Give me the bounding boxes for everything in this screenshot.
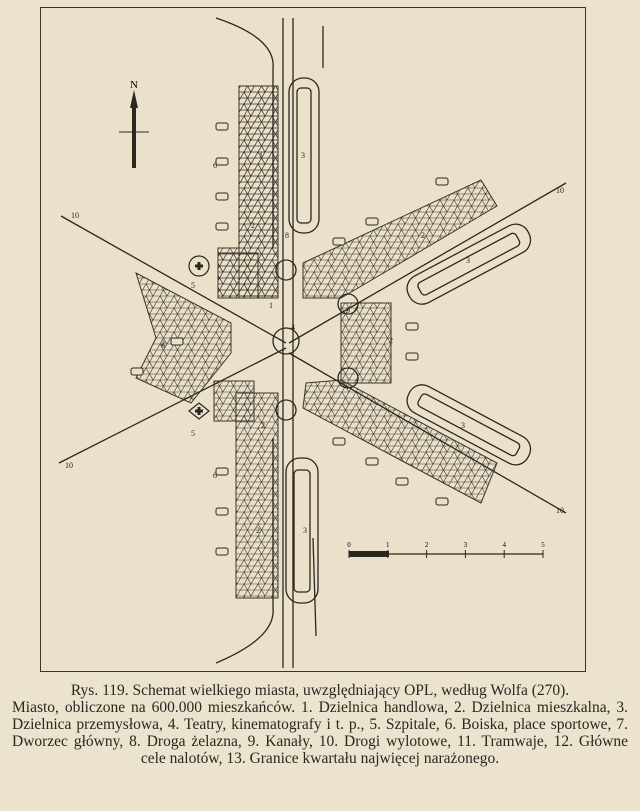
target-circles bbox=[272, 259, 359, 421]
district-ne-arm bbox=[302, 179, 498, 299]
district-se-arm bbox=[302, 379, 498, 504]
district-number-label: 1 bbox=[269, 301, 273, 310]
district-number-label: 2 bbox=[251, 221, 255, 230]
district-east-center bbox=[340, 302, 392, 384]
industrial-se bbox=[406, 384, 532, 466]
scale-bar: 0 1 2 3 4 5 bbox=[347, 541, 545, 558]
district-number-label: 10 bbox=[556, 506, 564, 515]
railway-south bbox=[215, 438, 274, 664]
district-north-west-block bbox=[217, 252, 259, 299]
scale-tick-label: 0 bbox=[347, 541, 351, 549]
scale-tick-label: 2 bbox=[425, 541, 429, 549]
district-west-arm bbox=[135, 271, 232, 404]
district-number-label: 1 bbox=[259, 151, 263, 160]
road-se bbox=[288, 352, 567, 514]
district-number-label: 9 bbox=[346, 306, 350, 315]
district-number-label: 2 bbox=[389, 336, 393, 345]
industrial-ne bbox=[406, 223, 532, 305]
road-sw bbox=[58, 347, 287, 464]
target-center bbox=[272, 327, 300, 355]
caption-body: Miasto, obliczone na 600.000 mieszkańców… bbox=[12, 699, 628, 767]
district-number-label: 3 bbox=[303, 526, 307, 535]
railway-north bbox=[215, 17, 274, 248]
target-se bbox=[337, 367, 359, 389]
scale-tick-label: 1 bbox=[386, 541, 390, 549]
canal-south bbox=[312, 537, 317, 637]
district-number-label: 6 bbox=[213, 161, 217, 170]
industrial-north bbox=[288, 77, 320, 234]
district-number-label: 8 bbox=[285, 231, 289, 240]
industrial-se-inner bbox=[417, 393, 521, 457]
residential-districts bbox=[135, 85, 498, 599]
compass-arrow-icon bbox=[130, 90, 138, 168]
district-number-label: 2 bbox=[161, 339, 165, 348]
city-plan-diagram: N 0 1 2 3 4 5 1 2 1 2 2 2 2 2 3 3 3 3 4 5 5 6 6 6 9 10 10 10 10 8 bbox=[58, 17, 567, 668]
district-number-label: 10 bbox=[71, 211, 79, 220]
district-number-label: 5 bbox=[191, 429, 195, 438]
industrial-south bbox=[285, 457, 319, 604]
district-number-label: 10 bbox=[65, 461, 73, 470]
district-south-block bbox=[235, 392, 279, 599]
sports-fields bbox=[130, 122, 449, 556]
district-number-label: 2 bbox=[421, 231, 425, 240]
roads bbox=[58, 17, 567, 668]
district-number-label: 6 bbox=[161, 341, 165, 350]
industrial-north-inner bbox=[296, 87, 312, 224]
district-number-label: 5 bbox=[191, 281, 195, 290]
district-number-label: 6 bbox=[213, 471, 217, 480]
hospitals bbox=[188, 255, 210, 420]
scale-tick-label: 4 bbox=[502, 541, 506, 549]
road-ne bbox=[288, 182, 567, 344]
industrial-districts bbox=[285, 77, 532, 604]
district-number-label: 10 bbox=[556, 186, 564, 195]
city-plan-figure: N 0 1 2 3 4 5 1 2 1 2 2 2 2 2 3 3 3 3 4 5 5 6 6 6 9 10 10 10 10 8 bbox=[40, 7, 586, 672]
district-number-label: 4 bbox=[291, 323, 295, 332]
district-number-label: 3 bbox=[461, 421, 465, 430]
road-nw bbox=[60, 215, 287, 344]
compass: N bbox=[119, 79, 149, 168]
caption-title: Rys. 119. Schemat wielkiego miasta, uwzg… bbox=[70, 682, 570, 699]
scale-tick-label: 3 bbox=[464, 541, 468, 549]
district-number-label: 2 bbox=[261, 421, 265, 430]
target-south bbox=[275, 399, 297, 421]
figure-caption: Rys. 119. Schemat wielkiego miasta, uwzg… bbox=[0, 682, 640, 767]
district-number-label: 3 bbox=[466, 256, 470, 265]
industrial-ne-inner bbox=[417, 232, 521, 296]
district-number-label: 2 bbox=[256, 526, 260, 535]
district-number-label: 3 bbox=[301, 151, 305, 160]
target-north bbox=[275, 259, 297, 281]
scale-tick-label: 5 bbox=[541, 541, 545, 549]
compass-north-label: N bbox=[130, 79, 138, 91]
industrial-south-inner bbox=[293, 469, 311, 593]
district-south-west-block bbox=[213, 380, 255, 422]
target-ne bbox=[337, 293, 359, 315]
